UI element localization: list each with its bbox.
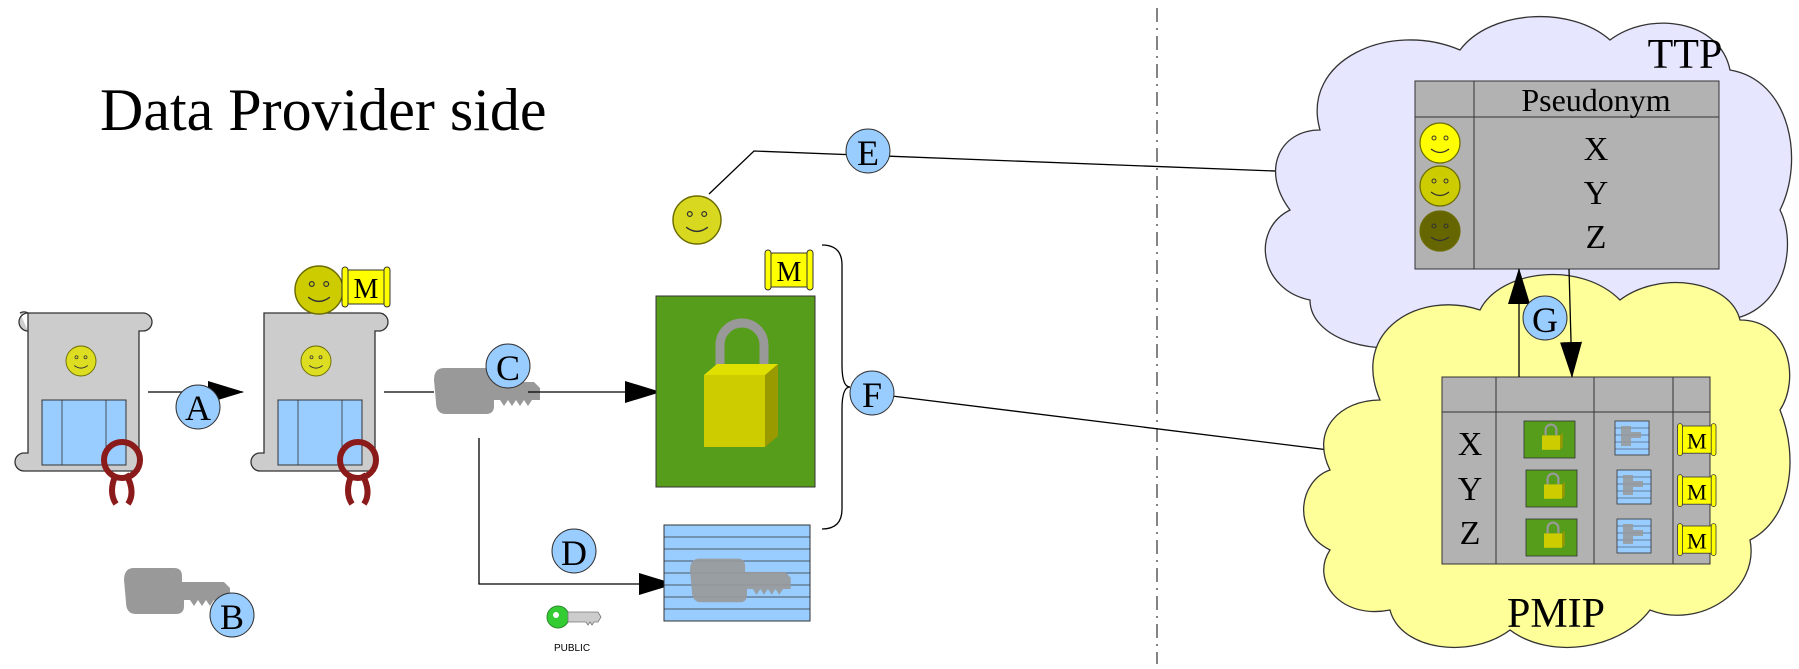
seal-icon: [101, 439, 143, 506]
step-e-badge: E: [845, 128, 891, 174]
ttp-label: TTP: [1648, 32, 1723, 78]
locked-cell: [1525, 469, 1578, 508]
svg-text:M: M: [1687, 528, 1707, 553]
step-g-badge: G: [1522, 295, 1568, 341]
svg-text:M: M: [777, 257, 802, 288]
signed-document-metadata: [250, 312, 389, 506]
ttp-column-header: Pseudonym: [1521, 82, 1670, 118]
svg-text:F: F: [862, 375, 882, 415]
smiley-icon: [672, 195, 722, 245]
svg-text:M: M: [1687, 479, 1707, 504]
smiley-icon: [294, 265, 344, 315]
locked-cell: [1525, 518, 1578, 557]
metadata-scroll-icon: M: [764, 249, 814, 291]
encrypted-doc-cell: [1616, 469, 1652, 505]
locked-cell: [1523, 420, 1576, 459]
lock-icon: [704, 318, 778, 447]
smiley-icon: [1419, 165, 1461, 207]
step-c-badge: C: [485, 343, 531, 389]
svg-text:D: D: [561, 533, 587, 573]
pmip-row-y: Y: [1458, 471, 1483, 508]
step-b-badge: B: [209, 592, 255, 638]
page-title: Data Provider side: [100, 77, 547, 143]
pmip-table: X Y Z M M M: [1441, 376, 1717, 565]
ttp-row-x: X: [1584, 131, 1609, 168]
svg-text:M: M: [1687, 428, 1707, 453]
ttp-table: Pseudonym X Y Z: [1414, 80, 1720, 270]
ttp-row-y: Y: [1584, 175, 1609, 212]
step-a-badge: A: [175, 384, 221, 430]
arrow-e: [708, 150, 1380, 195]
public-key-icon: [546, 605, 602, 629]
metadata-scroll-icon: M: [341, 266, 391, 308]
metadata-scroll-icon: M: [1677, 474, 1717, 508]
seal-icon: [337, 439, 379, 506]
smiley-icon: [1419, 122, 1461, 164]
arrow-d: [478, 438, 675, 595]
locked-container: [655, 295, 816, 488]
smiley-icon: [65, 345, 97, 377]
metadata-scroll-icon: M: [1677, 523, 1717, 556]
svg-text:C: C: [496, 348, 520, 388]
svg-text:E: E: [857, 133, 879, 173]
metadata-scroll-icon: M: [1677, 423, 1717, 457]
step-d-badge: D: [551, 528, 597, 574]
svg-text:G: G: [1532, 300, 1558, 340]
svg-text:B: B: [220, 597, 244, 637]
pmip-row-z: Z: [1460, 515, 1481, 552]
encrypted-doc-cell: [1616, 518, 1652, 554]
smiley-icon: [300, 345, 332, 377]
encrypted-document: [663, 524, 811, 622]
encrypted-doc-cell: [1614, 420, 1650, 456]
smiley-icon: [1419, 210, 1461, 252]
svg-text:M: M: [354, 274, 379, 305]
public-key-label: PUBLIC: [554, 643, 590, 654]
brace-f: [821, 244, 851, 530]
pmip-row-x: X: [1458, 426, 1483, 463]
step-f-badge: F: [849, 370, 895, 416]
signed-document-original: [14, 311, 153, 506]
arrow-g-down: [1560, 268, 1583, 378]
ttp-row-z: Z: [1586, 219, 1607, 256]
svg-text:A: A: [185, 388, 211, 428]
pmip-label: PMIP: [1507, 591, 1605, 637]
